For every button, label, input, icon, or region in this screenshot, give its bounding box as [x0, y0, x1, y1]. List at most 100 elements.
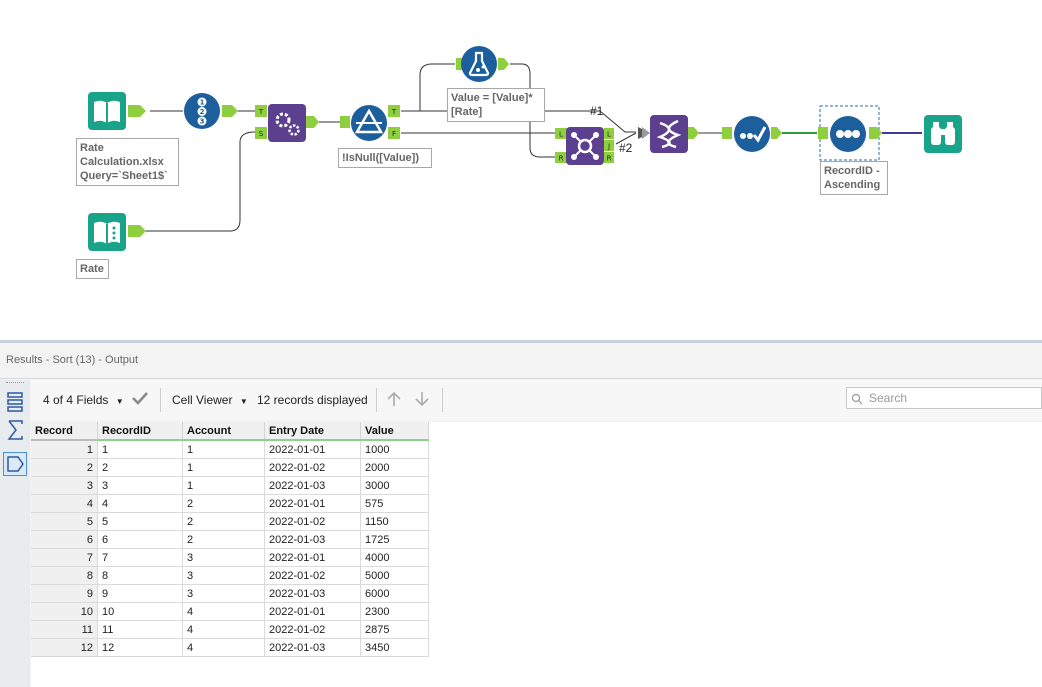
input-anchor[interactable]	[818, 127, 828, 139]
table-cell[interactable]: 2022-01-03	[264, 476, 361, 495]
column-header[interactable]: Value	[360, 422, 429, 441]
sort-tool[interactable]	[829, 115, 867, 153]
table-cell[interactable]: 2	[182, 512, 265, 531]
column-header[interactable]: RecordID	[97, 422, 183, 441]
table-cell[interactable]: 3	[182, 584, 265, 603]
table-cell[interactable]: 1	[31, 440, 98, 459]
output-anchor-t[interactable]: T	[388, 105, 400, 117]
table-cell[interactable]: 8	[31, 566, 98, 585]
summary-sigma-icon[interactable]	[3, 418, 27, 442]
table-cell[interactable]: 4	[97, 494, 183, 513]
table-cell[interactable]: 2875	[360, 620, 429, 639]
table-cell[interactable]: 4	[182, 638, 265, 657]
table-cell[interactable]: 5000	[360, 566, 429, 585]
join-output-anchors[interactable]: L J R	[604, 128, 614, 164]
table-cell[interactable]: 1	[182, 476, 265, 495]
table-cell[interactable]: 2000	[360, 458, 429, 477]
table-cell[interactable]: 8	[97, 566, 183, 585]
filter-tool[interactable]	[350, 104, 388, 142]
table-cell[interactable]: 1725	[360, 530, 429, 549]
output-anchor[interactable]	[688, 127, 700, 139]
table-cell[interactable]: 9	[31, 584, 98, 603]
input-anchor[interactable]	[722, 127, 732, 139]
table-cell[interactable]: 1150	[360, 512, 429, 531]
output-anchor[interactable]	[498, 58, 510, 70]
table-cell[interactable]: 6	[97, 530, 183, 549]
table-cell[interactable]: 3450	[360, 638, 429, 657]
arrow-down-icon[interactable]	[413, 390, 431, 411]
fields-dropdown[interactable]: 4 of 4 Fields ▼	[43, 393, 124, 407]
column-header[interactable]: Record	[31, 422, 98, 441]
table-cell[interactable]: 3	[182, 548, 265, 567]
table-cell[interactable]: 1	[182, 440, 265, 459]
input-anchor[interactable]	[340, 116, 350, 128]
table-cell[interactable]: 9	[97, 584, 183, 603]
column-header[interactable]: Account	[182, 422, 265, 441]
table-cell[interactable]: 2	[182, 494, 265, 513]
input-anchor-l[interactable]: L	[555, 128, 567, 139]
table-cell[interactable]: 7	[97, 548, 183, 567]
table-cell[interactable]: 11	[97, 620, 183, 639]
union-tool[interactable]	[650, 115, 688, 153]
table-cell[interactable]: 10	[31, 602, 98, 621]
table-cell[interactable]: 5	[97, 512, 183, 531]
table-cell[interactable]: 2022-01-01	[264, 494, 361, 513]
output-anchor[interactable]	[306, 116, 320, 128]
output-anchor[interactable]	[771, 127, 783, 139]
output-anchor[interactable]	[222, 105, 240, 117]
output-anchor-f[interactable]: F	[388, 127, 400, 139]
table-cell[interactable]: 4	[182, 620, 265, 639]
browse-tool[interactable]	[924, 115, 962, 153]
table-cell[interactable]: 3	[182, 566, 265, 585]
formula-tool[interactable]	[460, 45, 498, 83]
table-cell[interactable]: 4000	[360, 548, 429, 567]
table-cell[interactable]: 11	[31, 620, 98, 639]
table-cell[interactable]: 6000	[360, 584, 429, 603]
input-anchor-s[interactable]: S	[255, 127, 267, 139]
checkmark-icon[interactable]	[131, 390, 149, 409]
table-cell[interactable]: 2022-01-01	[264, 602, 361, 621]
table-cell[interactable]: 5	[31, 512, 98, 531]
output-anchor[interactable]	[869, 127, 883, 139]
table-view-icon[interactable]	[3, 390, 27, 414]
input-anchor-r[interactable]: R	[555, 152, 567, 163]
table-cell[interactable]: 3000	[360, 476, 429, 495]
table-cell[interactable]: 2022-01-03	[264, 584, 361, 603]
output-anchor[interactable]	[128, 105, 148, 117]
table-cell[interactable]: 6	[31, 530, 98, 549]
table-cell[interactable]: 4	[182, 602, 265, 621]
join-tool[interactable]	[566, 127, 604, 165]
table-cell[interactable]: 2300	[360, 602, 429, 621]
table-cell[interactable]: 2022-01-02	[264, 458, 361, 477]
workflow-canvas[interactable]: Rate Calculation.xlsx Query=`Sheet1$` Ra…	[0, 0, 1042, 340]
output-anchor[interactable]	[128, 225, 148, 237]
select-tool[interactable]	[733, 115, 771, 153]
table-cell[interactable]: 2022-01-01	[264, 548, 361, 567]
table-cell[interactable]: 2	[31, 458, 98, 477]
append-fields-tool[interactable]	[268, 104, 306, 142]
input-data-tool[interactable]	[88, 92, 126, 130]
table-cell[interactable]: 3	[31, 476, 98, 495]
input-anchor[interactable]	[638, 127, 650, 139]
table-cell[interactable]: 12	[97, 638, 183, 657]
grip-handle[interactable]	[6, 382, 24, 386]
table-cell[interactable]: 1	[182, 458, 265, 477]
table-cell[interactable]: 2	[182, 530, 265, 549]
panel-divider[interactable]	[0, 340, 1042, 343]
table-cell[interactable]: 2022-01-02	[264, 566, 361, 585]
table-cell[interactable]: 2022-01-02	[264, 512, 361, 531]
input-data-tool[interactable]	[88, 213, 126, 251]
column-header[interactable]: Entry Date	[264, 422, 361, 441]
table-cell[interactable]: 1	[97, 440, 183, 459]
